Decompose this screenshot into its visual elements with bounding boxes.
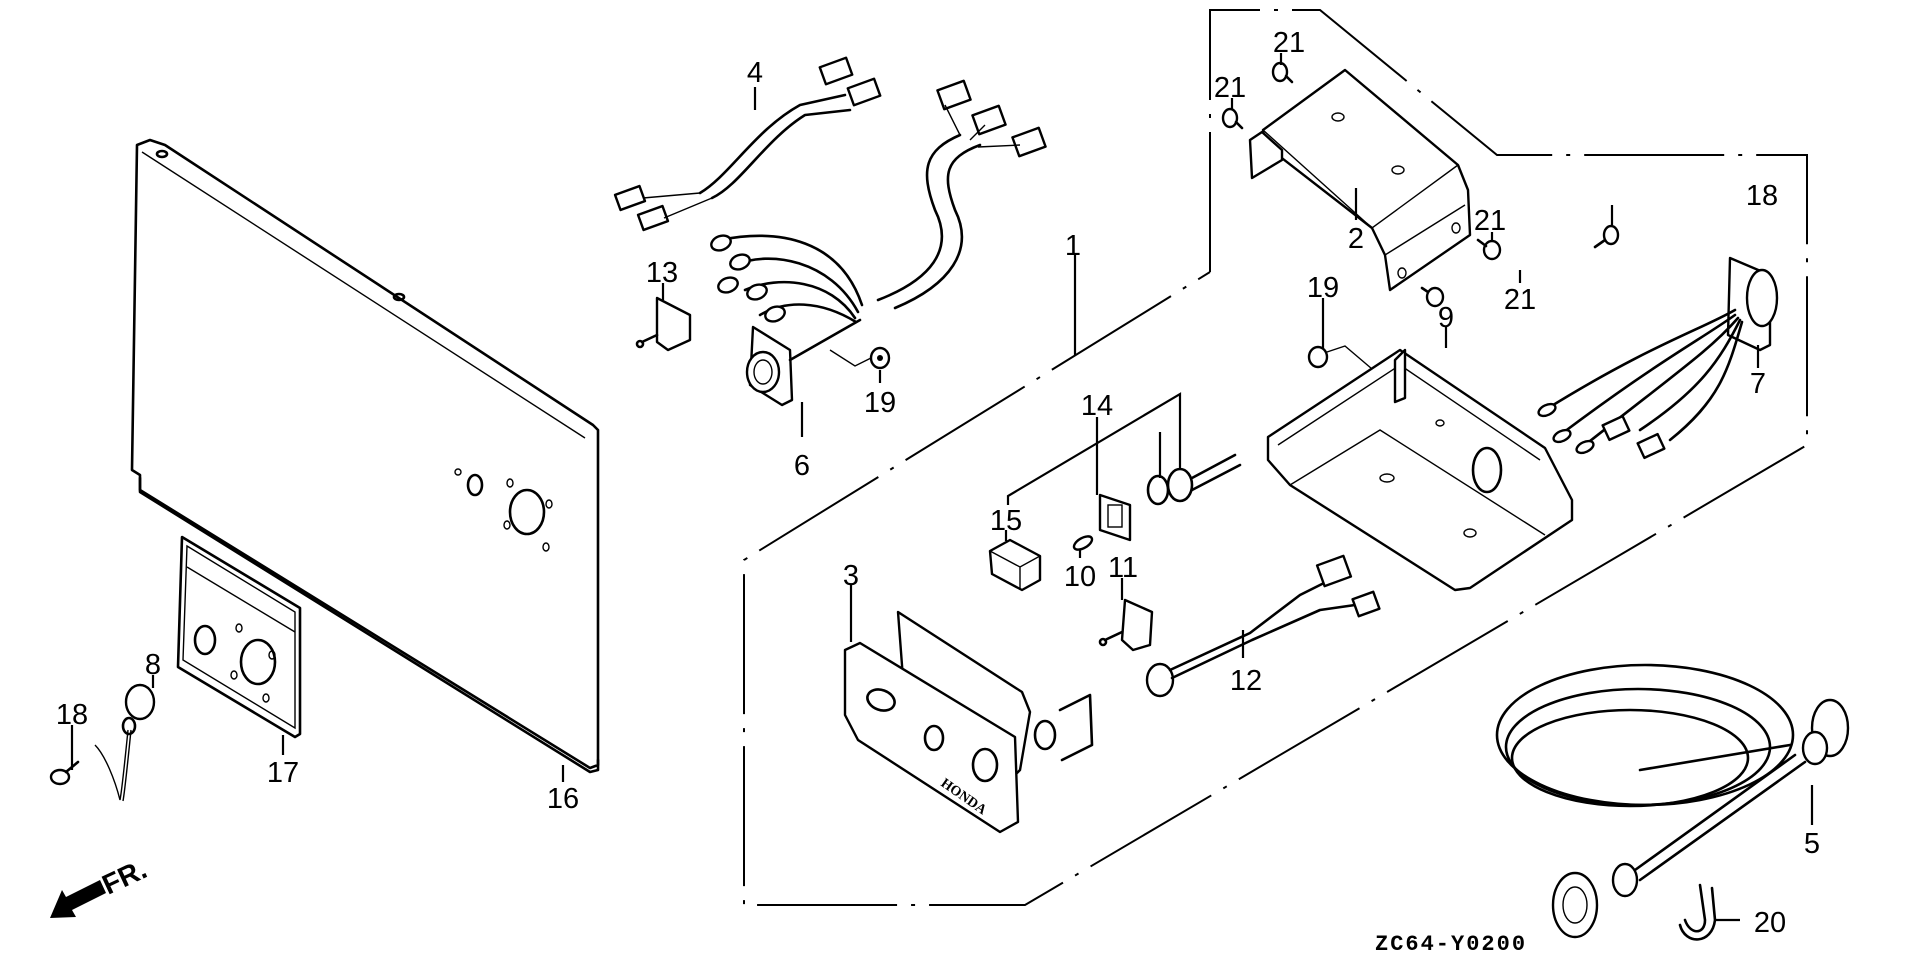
- callout-18-left[interactable]: 18: [56, 699, 88, 731]
- front-panel-3[interactable]: HONDA: [843, 610, 1094, 834]
- callout-2[interactable]: 2: [1348, 223, 1364, 255]
- callout-8[interactable]: 8: [145, 649, 161, 681]
- cable-clip-20[interactable]: [1678, 883, 1717, 941]
- callout-21-c[interactable]: 21: [1474, 205, 1506, 237]
- callout-1[interactable]: 1: [1065, 230, 1081, 262]
- switch-14[interactable]: [1006, 392, 1242, 542]
- screw-21-d[interactable]: [1420, 286, 1445, 308]
- screw-18-left[interactable]: [49, 760, 80, 786]
- callout-12[interactable]: 12: [1230, 665, 1262, 697]
- extension-cable-5[interactable]: [1495, 663, 1850, 939]
- panel-case-9[interactable]: [1266, 348, 1574, 592]
- callout-20[interactable]: 20: [1754, 907, 1786, 939]
- gasket-plate-17[interactable]: [176, 535, 302, 739]
- front-direction-marker: FR.: [50, 853, 151, 918]
- callout-19-left[interactable]: 19: [864, 387, 896, 419]
- receptacle-harness-6[interactable]: [709, 79, 1047, 407]
- fr-label: FR.: [97, 853, 151, 900]
- callout-21-b[interactable]: 21: [1214, 72, 1246, 104]
- callout-13[interactable]: 13: [646, 257, 678, 289]
- callout-3[interactable]: 3: [843, 560, 859, 592]
- callout-15[interactable]: 15: [990, 505, 1022, 537]
- diagram-code: ZC64-Y0200: [1375, 932, 1527, 957]
- cover-bracket-2[interactable]: [1248, 68, 1472, 292]
- callout-21-a[interactable]: 21: [1273, 27, 1305, 59]
- receptacle-harness-7[interactable]: [1537, 256, 1779, 460]
- callout-6[interactable]: 6: [794, 450, 810, 482]
- callout-7[interactable]: 7: [1750, 368, 1766, 400]
- callout-labels: 1 2 3 4 5 6 7 8 9 10 11 12 13 14 15 16 1…: [56, 27, 1820, 939]
- callout-14[interactable]: 14: [1081, 390, 1113, 422]
- callout-9[interactable]: 9: [1438, 302, 1454, 334]
- callout-16[interactable]: 16: [547, 783, 579, 815]
- wire-harness-4[interactable]: [613, 56, 882, 232]
- callout-21-d[interactable]: 21: [1504, 284, 1536, 316]
- callout-5[interactable]: 5: [1804, 828, 1820, 860]
- toggle-switch-13[interactable]: [635, 296, 692, 352]
- callout-18-right[interactable]: 18: [1746, 180, 1778, 212]
- pilot-lamp-harness-12[interactable]: [1145, 554, 1381, 698]
- assembly-boundary: [743, 9, 1808, 906]
- leader-lines: [70, 53, 1814, 922]
- bulb-10[interactable]: [1072, 534, 1094, 553]
- callout-4[interactable]: 4: [747, 57, 763, 89]
- callout-10[interactable]: 10: [1064, 561, 1096, 593]
- screw-21-b[interactable]: [1221, 107, 1244, 130]
- screw-21-c[interactable]: [1476, 238, 1502, 261]
- side-panel-16[interactable]: [130, 138, 600, 774]
- screw-18-right[interactable]: [1593, 224, 1620, 249]
- receptacle-cap-8[interactable]: [94, 683, 156, 802]
- screw-21-a[interactable]: [1271, 61, 1294, 84]
- arrow-icon: [50, 880, 106, 918]
- callout-19-right[interactable]: 19: [1307, 272, 1339, 304]
- callout-11[interactable]: 11: [1108, 552, 1138, 584]
- nut-19-left[interactable]: [829, 346, 891, 370]
- callout-17[interactable]: 17: [267, 757, 299, 789]
- relay-15[interactable]: [988, 538, 1042, 592]
- toggle-switch-11[interactable]: [1098, 598, 1154, 652]
